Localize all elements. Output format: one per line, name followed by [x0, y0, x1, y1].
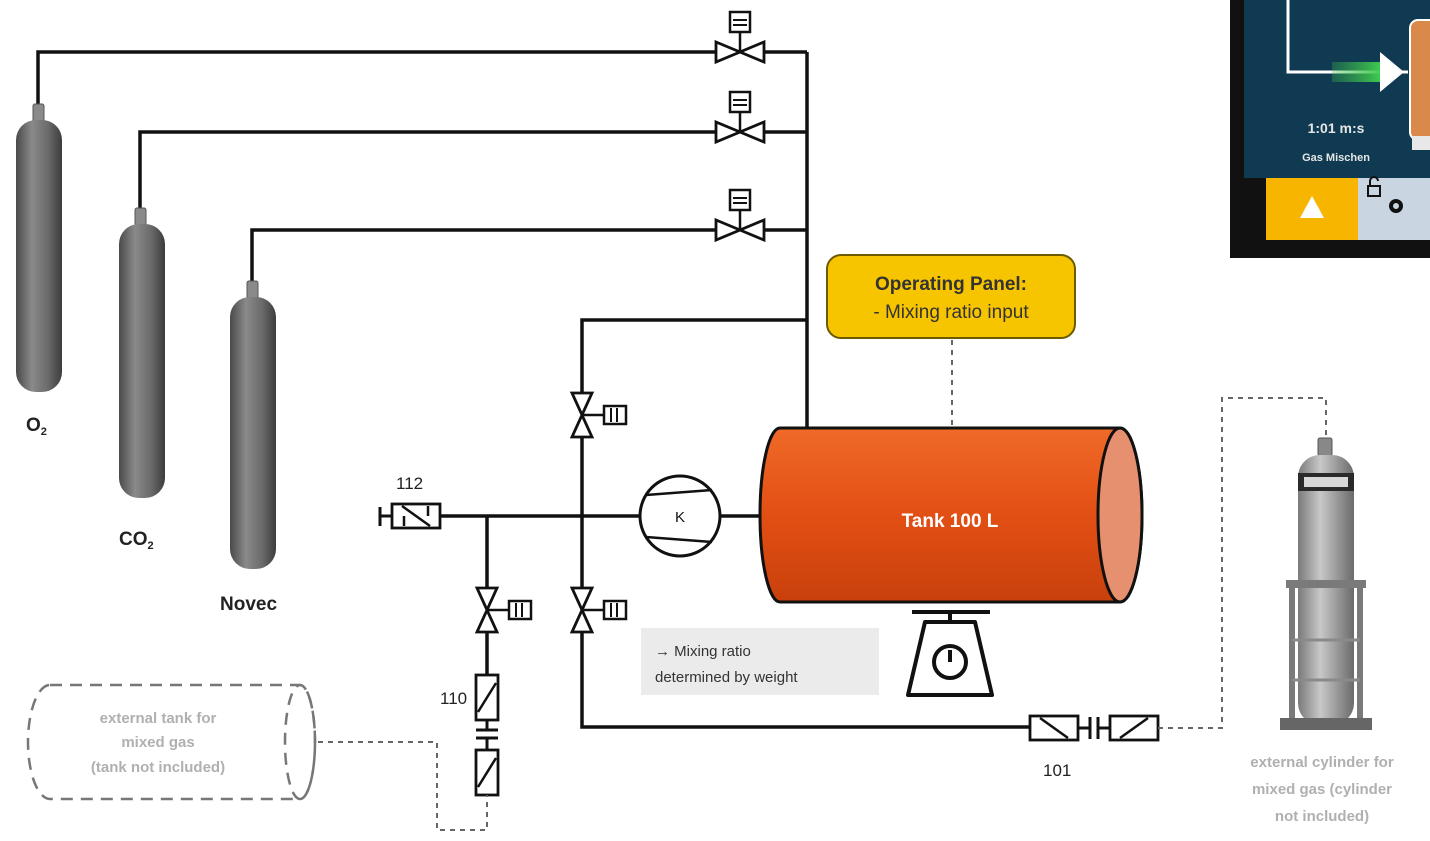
- solenoid-valve-novec[interactable]: [716, 190, 764, 240]
- dashed-line-external-tank: [318, 742, 487, 830]
- solenoid-valve-co2[interactable]: [716, 92, 764, 142]
- external-tank-line-1: external tank for: [100, 710, 217, 727]
- compressor[interactable]: K: [640, 476, 720, 556]
- external-cylinder-line-3: not included): [1275, 808, 1369, 825]
- screen-time: 1:01 m:s: [1308, 120, 1365, 136]
- screen-status: Gas Mischen: [1302, 152, 1370, 164]
- label-novec: Novec: [220, 594, 277, 615]
- coupling-101[interactable]: [1030, 716, 1158, 740]
- mixing-ratio-note: → Mixing ratio determined by weight: [641, 628, 879, 695]
- external-tank-line-3: (tank not included): [91, 759, 225, 776]
- valve-112[interactable]: [380, 504, 440, 528]
- cylinder-co2: [119, 208, 165, 498]
- operating-panel-callout: Operating Panel: - Mixing ratio input: [827, 255, 1075, 428]
- coupling-110[interactable]: [476, 675, 498, 795]
- label-112: 112: [396, 474, 423, 493]
- compressor-label: K: [675, 509, 685, 526]
- valve-vertical-lower[interactable]: [572, 588, 626, 632]
- operating-screen: 1:01 m:s Gas Mischen: [1230, 0, 1430, 258]
- label-110: 110: [440, 689, 467, 708]
- external-cylinder-line-2: mixed gas (cylinder: [1252, 781, 1392, 798]
- tank-label: Tank 100 L: [902, 511, 999, 532]
- external-tank-line-2: mixed gas: [121, 734, 194, 751]
- external-tank: external tank for mixed gas (tank not in…: [28, 685, 315, 799]
- operating-panel-line: - Mixing ratio input: [873, 302, 1029, 323]
- operating-panel-title: Operating Panel:: [875, 274, 1027, 295]
- label-o2: O2: [26, 415, 47, 438]
- cylinder-o2: [16, 104, 62, 392]
- valve-external-tank-line[interactable]: [477, 588, 531, 632]
- gear-icon: [1389, 199, 1403, 213]
- cylinder-novec: [230, 281, 276, 569]
- solenoid-valve-o2[interactable]: [716, 12, 764, 62]
- weighing-scale-icon: [908, 612, 992, 695]
- note-line-1: → Mixing ratio: [655, 643, 751, 660]
- note-line-2: determined by weight: [655, 669, 798, 686]
- label-co2: CO2: [119, 529, 154, 552]
- label-101: 101: [1043, 761, 1071, 780]
- valve-vertical-upper[interactable]: [572, 393, 626, 437]
- external-cylinder: external cylinder for mixed gas (cylinde…: [1250, 438, 1394, 825]
- external-cylinder-line-1: external cylinder for: [1250, 754, 1394, 771]
- tank-100l: Tank 100 L: [760, 428, 1142, 602]
